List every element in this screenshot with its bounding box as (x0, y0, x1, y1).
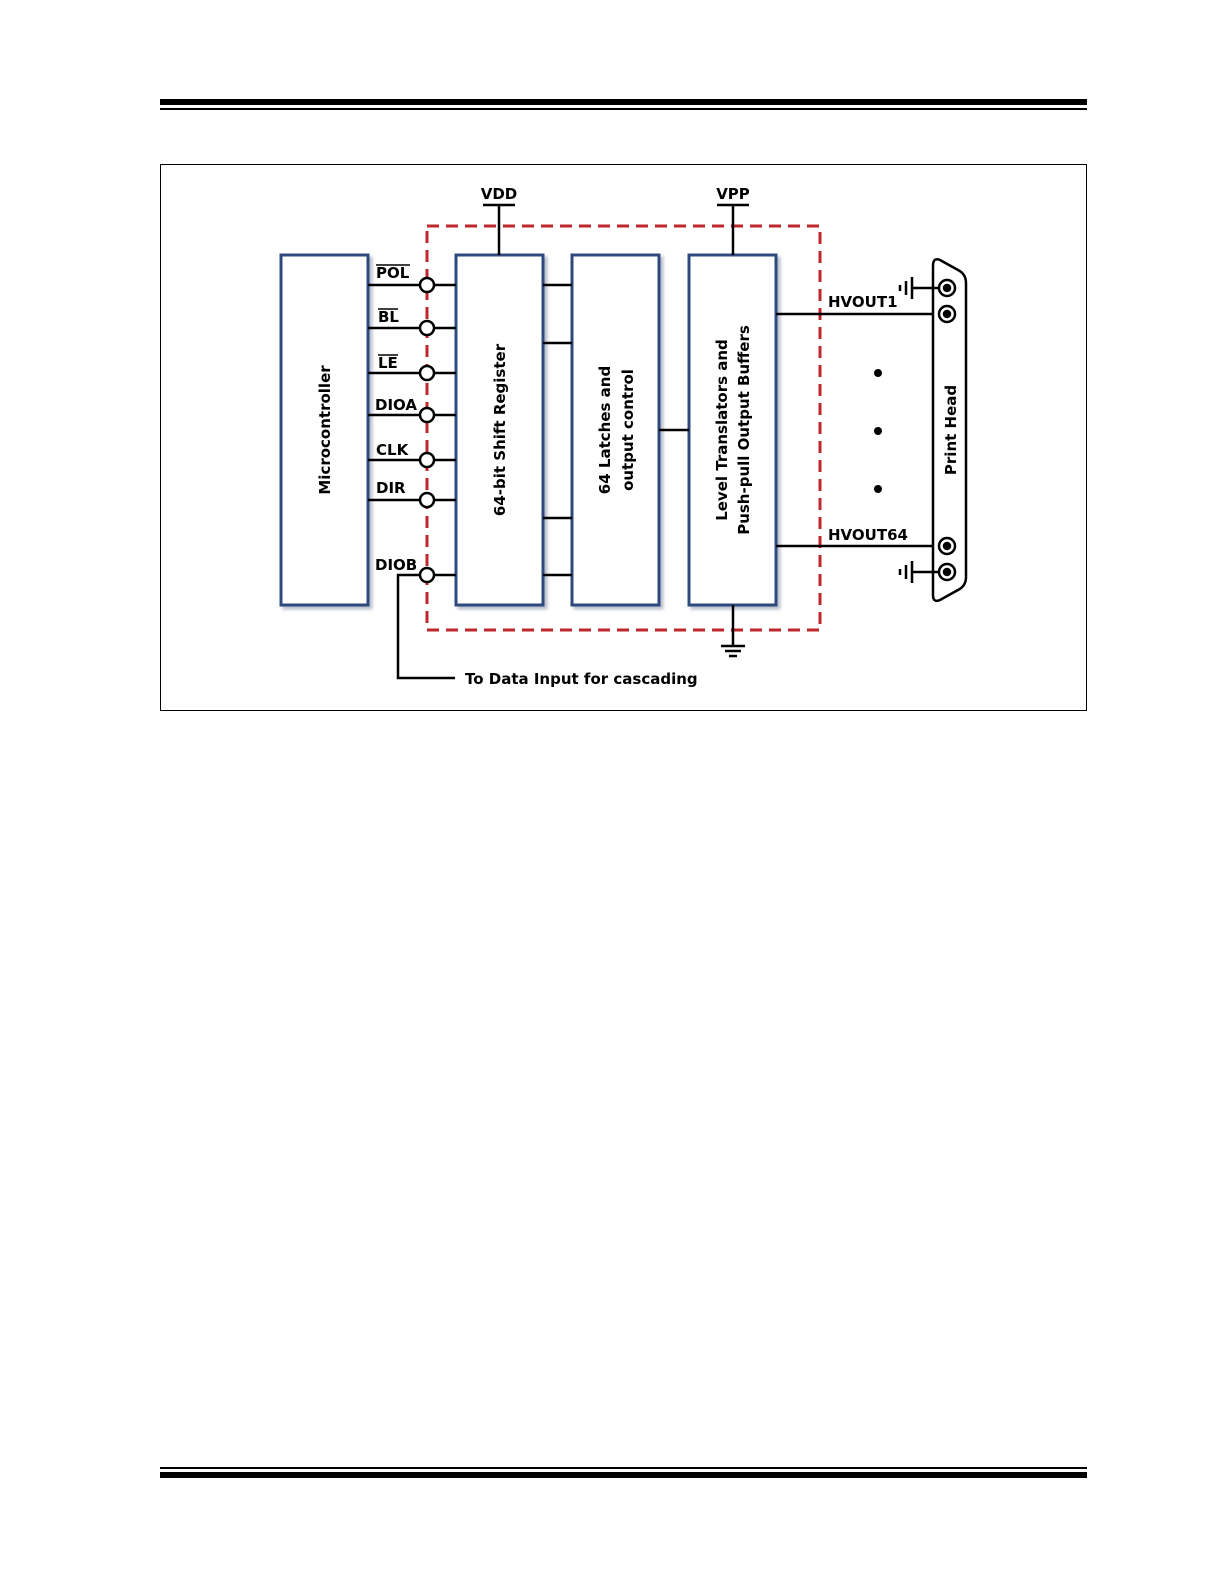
clk-pin (418, 451, 436, 469)
microcontroller-label: Microcontroller (316, 365, 334, 495)
latches-label-line1: 64 Latches and (596, 366, 614, 494)
microcontroller-block (279, 253, 370, 607)
le-label: LE (378, 354, 398, 372)
bl-pin (418, 319, 436, 337)
vdd-supply (483, 203, 515, 255)
pin-circles (418, 276, 436, 584)
footer-rule-thick (160, 1472, 1087, 1478)
cascade-wire (396, 573, 455, 680)
latches-block (570, 253, 661, 607)
cascade-label: To Data Input for cascading (465, 670, 698, 688)
level-translators-block (687, 253, 778, 607)
print-head-connector (931, 258, 968, 603)
dioa-pin (418, 406, 436, 424)
hvout64-label: HVOUT64 (828, 526, 908, 544)
ground-symbol (721, 605, 745, 658)
dir-label: DIR (376, 479, 406, 497)
device-boundary (425, 224, 822, 632)
vdd-label: VDD (481, 185, 518, 203)
vpp-supply (717, 203, 749, 255)
latches-label-line2: output control (619, 369, 637, 491)
pol-pin (418, 276, 436, 294)
footer-rule-thin (160, 1467, 1087, 1469)
register-latch-bus (543, 283, 572, 577)
header-rule-thin (160, 108, 1087, 110)
level-label-line2: Push-pull Output Buffers (735, 325, 753, 535)
shift-register-label: 64-bit Shift Register (491, 343, 509, 516)
pol-label: POL (376, 264, 410, 282)
print-head-ground-bottom (898, 561, 940, 583)
output-ellipsis (874, 369, 882, 493)
vpp-label: VPP (716, 185, 750, 203)
le-pin (418, 364, 436, 382)
figure-frame (160, 164, 1087, 711)
dioa-label: DIOA (375, 396, 417, 414)
level-label-line1: Level Translators and (713, 339, 731, 521)
hvout1-label: HVOUT1 (828, 293, 898, 311)
print-head-ground-top (898, 277, 940, 299)
dir-pin (418, 491, 436, 509)
print-head-pins (937, 278, 957, 582)
header-rule-thick (160, 99, 1087, 105)
clk-label: CLK (376, 441, 410, 459)
print-head-label: Print Head (942, 385, 960, 475)
bl-label: BL (378, 308, 399, 326)
diob-pin (418, 566, 436, 584)
shift-register-block (454, 253, 545, 607)
diob-label: DIOB (375, 556, 417, 574)
